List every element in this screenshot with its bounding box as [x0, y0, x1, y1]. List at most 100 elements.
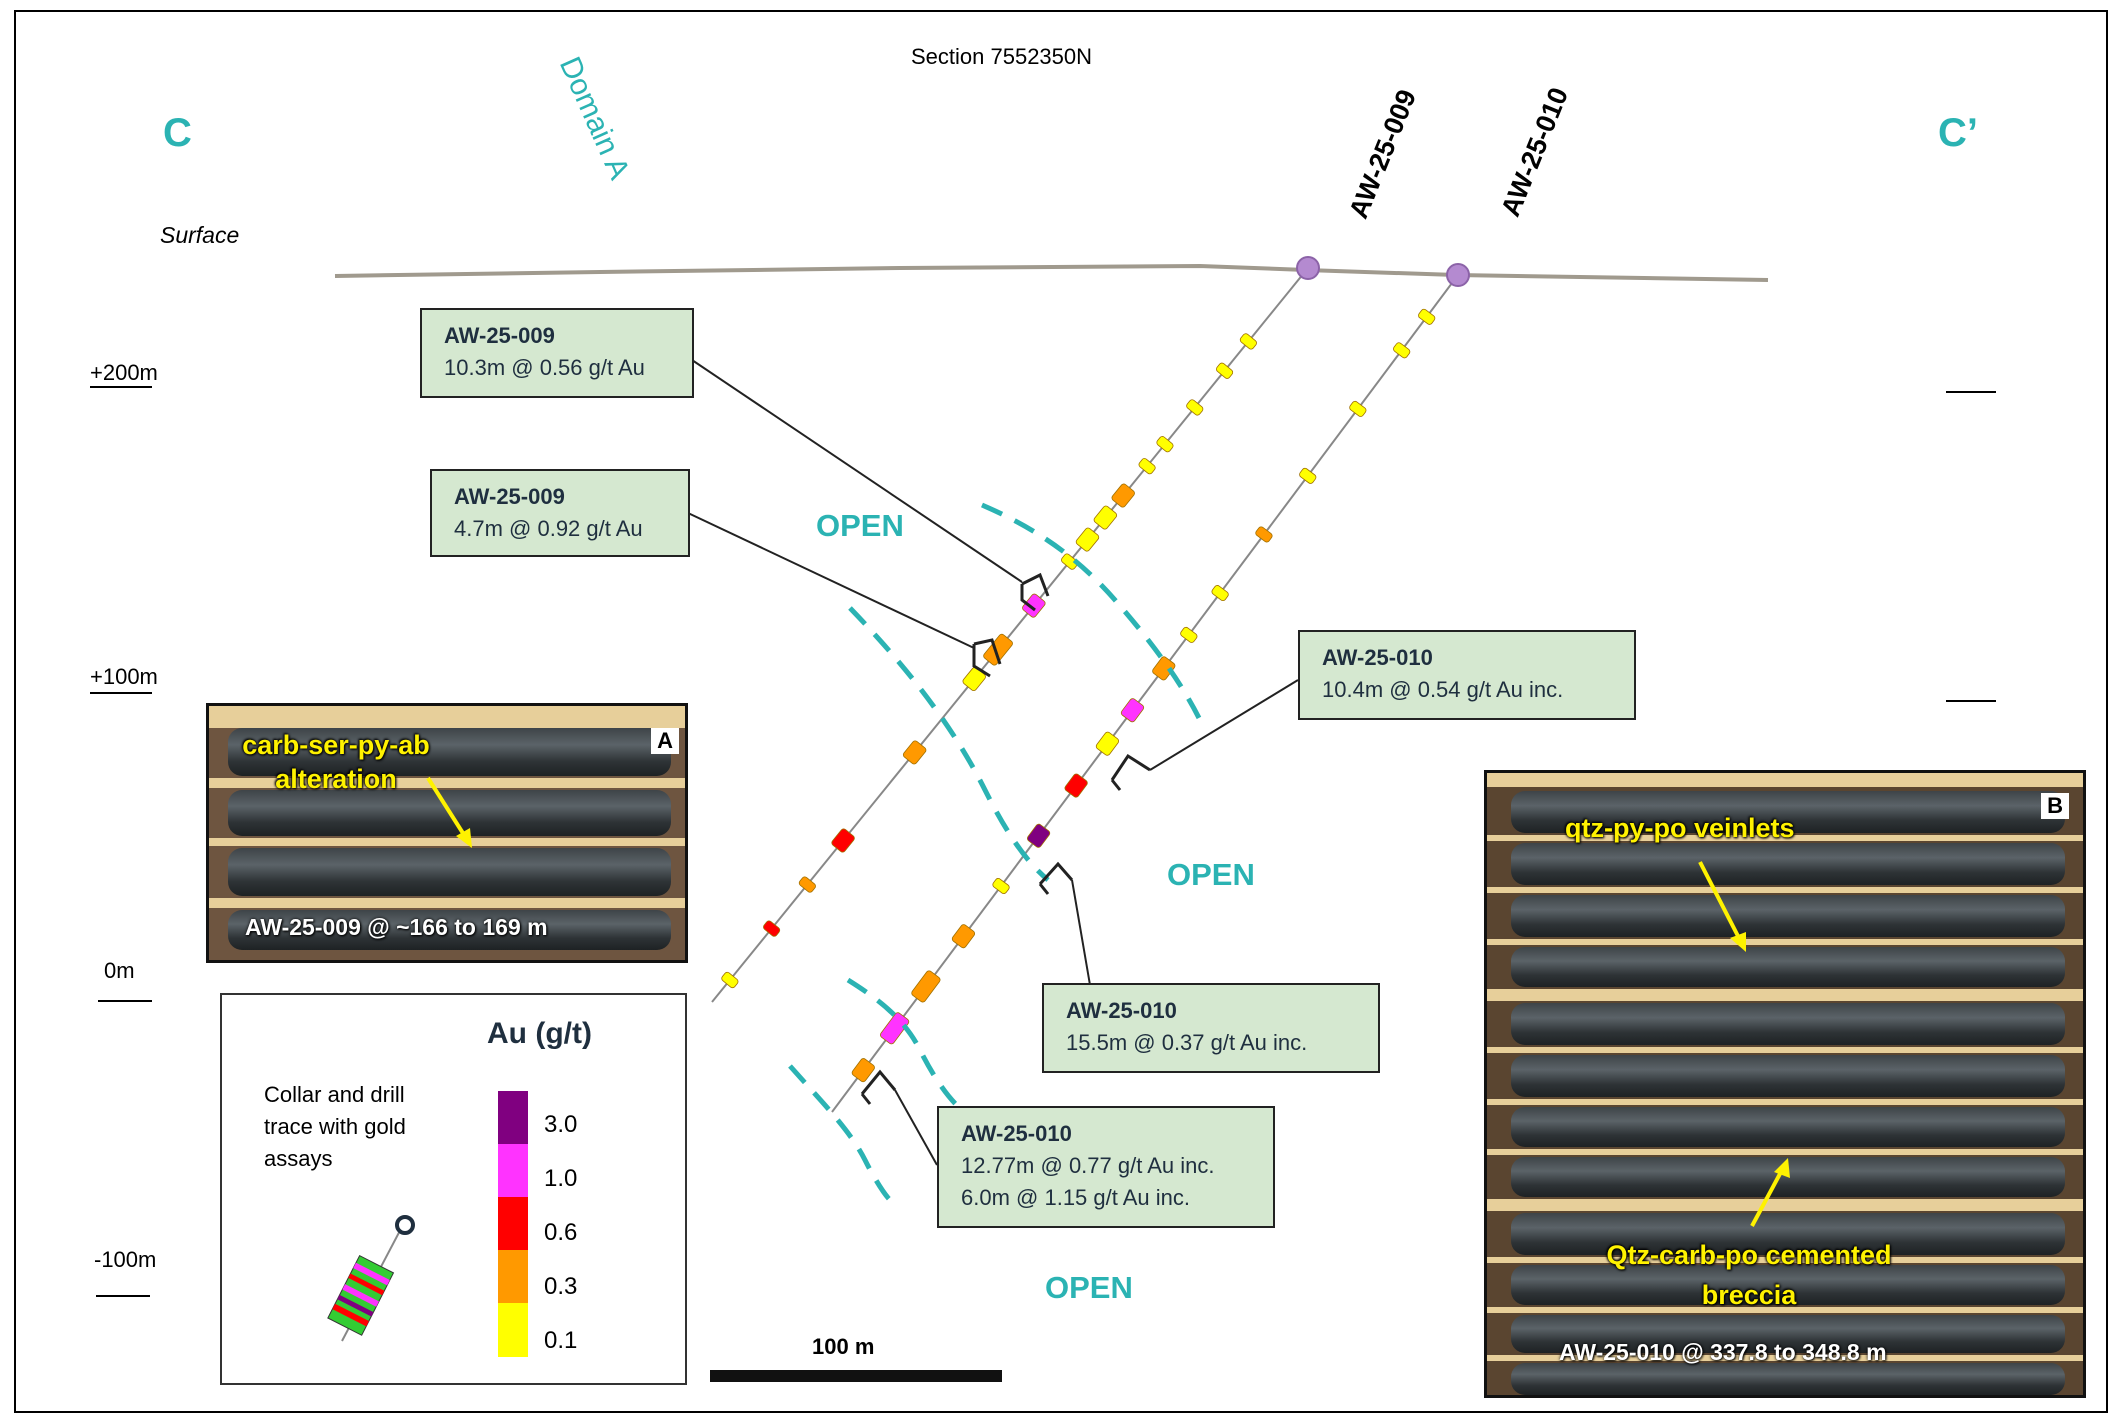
- photo-b-label-top: qtz-py-po veinlets: [1565, 813, 1795, 843]
- scale-bar: [710, 1370, 1002, 1382]
- callout-line: 10.4m @ 0.54 g/t Au inc.: [1322, 677, 1564, 702]
- legend-value: 0.3: [544, 1273, 578, 1300]
- assay-interval: [1026, 823, 1051, 848]
- assay-interval: [721, 971, 739, 989]
- callout-title: AW-25-010: [1322, 645, 1433, 670]
- legend-value: 0.6: [544, 1219, 578, 1246]
- assay-interval: [992, 878, 1010, 895]
- callout-title: AW-25-009: [454, 484, 565, 509]
- assay-interval: [1022, 593, 1046, 618]
- assay-interval: [951, 924, 976, 949]
- callout-line: 15.5m @ 0.37 g/t Au inc.: [1066, 1030, 1308, 1055]
- section-end-right: C’: [1938, 111, 1978, 155]
- assay-callout: AW-25-010 10.4m @ 0.54 g/t Au inc.: [1298, 630, 1636, 720]
- callout-leader: [691, 359, 1023, 583]
- legend-swatch: [498, 1144, 528, 1197]
- assay-interval: [1138, 458, 1156, 475]
- legend-colorbar: [498, 1091, 528, 1357]
- assay-interval: [1349, 400, 1367, 417]
- callout-line: 4.7m @ 0.92 g/t Au: [454, 516, 643, 541]
- legend-swatch: [498, 1091, 528, 1144]
- assay-callout: AW-25-009 4.7m @ 0.92 g/t Au: [430, 469, 690, 557]
- legend-description: Collar and drill trace with gold assays: [264, 1082, 406, 1171]
- open-label: OPEN: [1167, 857, 1255, 892]
- assay-interval: [1095, 731, 1120, 756]
- elevation-tick: [96, 1295, 150, 1297]
- elevation-label: 0m: [104, 958, 135, 983]
- assay-interval: [851, 1058, 875, 1083]
- open-label: OPEN: [1045, 1270, 1133, 1305]
- callout-leader: [1149, 679, 1299, 771]
- photo-a-label: carb-ser-py-ab alteration: [242, 730, 430, 794]
- drill-trace-009: [711, 267, 1309, 1003]
- legend-value: 1.0: [544, 1165, 578, 1192]
- elevation-tick: [98, 1000, 152, 1002]
- callout-title: AW-25-010: [1066, 998, 1177, 1023]
- core-photo-a: A carb-ser-py-ab alteration AW-25-009 @ …: [206, 703, 688, 963]
- interval-bracket: [1110, 753, 1151, 791]
- drill-trace-010: [831, 274, 1459, 1113]
- collar-icon: [395, 1215, 415, 1235]
- assay-interval: [1299, 467, 1317, 484]
- assay-interval: [1180, 626, 1198, 643]
- elevation-tick-right: [1946, 700, 1996, 702]
- photo-a-caption: AW-25-009 @ ~166 to 169 m: [245, 914, 548, 940]
- figure-frame: [14, 10, 2108, 1413]
- assay-interval: [1255, 526, 1273, 543]
- collar-009: [1296, 256, 1320, 280]
- photo-b-label-bottom: Qtz-carb-po cemented breccia: [1606, 1240, 1892, 1310]
- legend-swatch: [498, 1303, 528, 1357]
- elevation-tick: [90, 692, 152, 694]
- open-label: OPEN: [816, 508, 904, 543]
- assay-interval: [1211, 585, 1229, 602]
- domain-boundary: [981, 502, 1203, 722]
- callout-line: 12.77m @ 0.77 g/t Au inc.: [961, 1153, 1215, 1178]
- assay-interval: [763, 920, 781, 937]
- assay-interval: [1156, 436, 1174, 453]
- interval-bracket: [860, 1069, 897, 1105]
- photo-letter: B: [2041, 793, 2069, 819]
- assay-callout: AW-25-009 10.3m @ 0.56 g/t Au: [420, 308, 694, 398]
- photo-b-caption: AW-25-010 @ 337.8 to 348.8 m: [1559, 1339, 1887, 1365]
- domain-boundary: [846, 977, 964, 1112]
- elevation-tick: [90, 386, 152, 388]
- assay-interval: [880, 1012, 910, 1045]
- assay-interval: [1061, 553, 1079, 570]
- legend-value: 3.0: [544, 1111, 578, 1138]
- assay-interval: [1120, 698, 1145, 723]
- assay-interval: [1418, 308, 1436, 325]
- domain-boundary: [848, 606, 1050, 882]
- callout-leader: [894, 1089, 938, 1166]
- legend-title: Au (g/t): [487, 1017, 592, 1050]
- photo-letter: A: [651, 728, 679, 754]
- callout-leader: [687, 512, 975, 649]
- assay-interval: [983, 633, 1013, 666]
- surface-label: Surface: [160, 222, 240, 248]
- scale-bar-label: 100 m: [812, 1334, 875, 1359]
- assay-interval: [911, 970, 941, 1003]
- legend-swatch: [498, 1197, 528, 1250]
- legend-value: 0.1: [544, 1327, 578, 1354]
- callout-title: AW-25-010: [961, 1121, 1072, 1146]
- assay-interval: [1111, 483, 1135, 508]
- section-end-left: C: [163, 111, 192, 155]
- elevation-label: +200m: [90, 360, 158, 385]
- legend: Au (g/t) Collar and drill trace with gol…: [220, 993, 687, 1385]
- interval-bracket: [972, 638, 1002, 678]
- assay-callout: AW-25-010 12.77m @ 0.77 g/t Au inc. 6.0m…: [937, 1106, 1275, 1228]
- callout-title: AW-25-009: [444, 323, 555, 348]
- callout-leader: [1071, 879, 1091, 986]
- assay-interval: [831, 828, 855, 853]
- core-photo-b: B qtz-py-po veinlets Qtz-carb-po cemente…: [1484, 770, 2086, 1398]
- assay-interval: [1064, 773, 1088, 798]
- assay-interval: [1186, 399, 1204, 416]
- callout-line: 10.3m @ 0.56 g/t Au: [444, 355, 645, 380]
- legend-drill-icon: [327, 1215, 415, 1342]
- collar-010: [1446, 263, 1470, 287]
- assay-interval: [1393, 342, 1411, 359]
- elevation-tick-right: [1946, 391, 1996, 393]
- assay-callout: AW-25-010 15.5m @ 0.37 g/t Au inc.: [1042, 983, 1380, 1073]
- domain-boundary: [788, 1064, 892, 1202]
